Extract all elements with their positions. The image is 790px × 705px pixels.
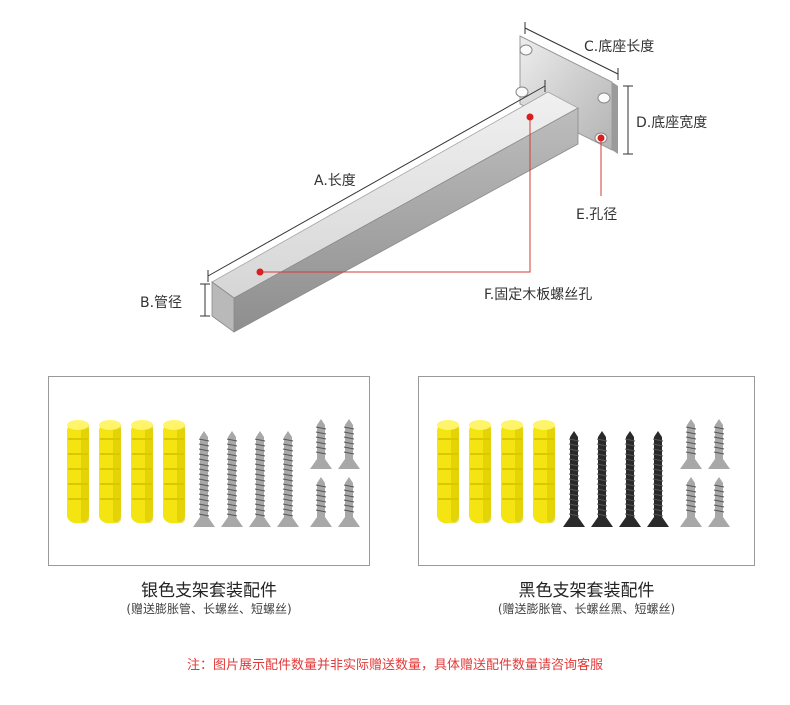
label-board-screw-hole: F.固定木板螺丝孔 [484,287,593,303]
callouts [256,113,605,276]
screw [310,477,332,527]
screw [708,419,730,469]
screw [591,431,613,527]
mounting-plate [515,35,618,154]
screw-hole-marker [526,113,534,121]
black-kit-title: 黑色支架套装配件 [518,581,655,601]
black-kit-card [418,376,755,566]
plate-hole [519,44,533,56]
label-length: A.长度 [314,173,356,189]
screw-hole-marker [256,268,264,276]
expansion-anchor [99,420,121,523]
black-kit-note: (赠送膨胀管、长螺丝黑、短螺丝) [497,602,676,616]
screw [277,431,299,527]
screw [221,431,243,527]
screw [310,419,332,469]
silver-kit-title: 银色支架套装配件 [141,581,277,601]
dimension-lines [200,22,633,317]
silver-kit-note: (赠送膨胀管、长螺丝、短螺丝) [126,602,292,616]
square-tube-arm [211,91,579,333]
screw [249,431,271,527]
footer-note: 注：图片展示配件数量并非实际赠送数量，具体赠送配件数量请咨询客服 [186,658,603,673]
expansion-anchor [437,420,459,523]
screw [563,431,585,527]
plate-hole-marker [597,134,605,142]
screw [680,419,702,469]
screw [619,431,641,527]
label-base-width: D.底座宽度 [636,115,708,131]
screw [647,431,669,527]
screw [338,477,360,527]
label-tube-size: B.管径 [140,295,183,311]
expansion-anchor [67,420,89,523]
plate-hole [515,86,529,98]
expansion-anchor [131,420,153,523]
bracket-diagram [200,22,633,333]
expansion-anchor [501,420,523,523]
silver-kit-card [48,376,370,566]
label-hole-diameter: E.孔径 [576,207,618,223]
silver-kit-photo [67,419,360,527]
screw [338,419,360,469]
expansion-anchor [163,420,185,523]
label-base-length: C.底座长度 [584,39,655,55]
screw [680,477,702,527]
screw [708,477,730,527]
expansion-anchor [533,420,555,523]
expansion-anchor [469,420,491,523]
black-kit-photo [437,419,730,527]
screw [193,431,215,527]
plate-hole [597,92,611,104]
